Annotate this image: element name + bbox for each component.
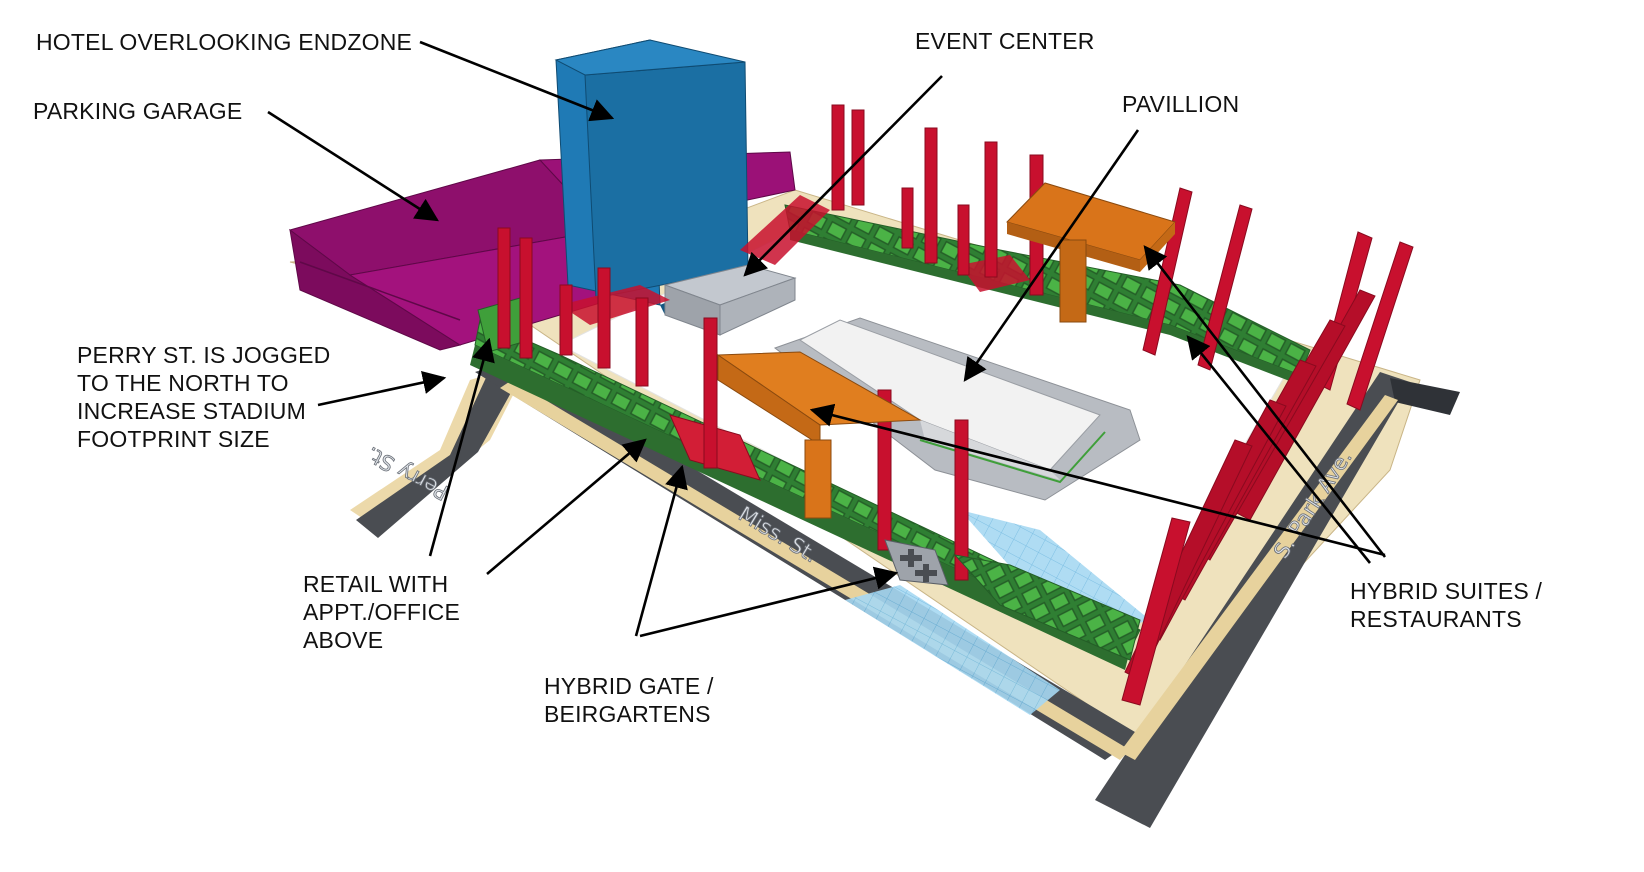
pavillion-north: [1006, 182, 1176, 323]
column: [984, 141, 998, 278]
column-slanted: [1121, 517, 1191, 706]
retail-arrow-right: [486, 438, 647, 575]
column: [924, 127, 938, 264]
hotel-top: [554, 39, 746, 76]
perry-note-line-4: FOOTPRINT SIZE: [77, 426, 270, 452]
retail-label-line-3: ABOVE: [303, 627, 384, 653]
park-sidewalk-edge: [1120, 395, 1398, 760]
garage-deck-line: [299, 261, 461, 321]
column: [851, 109, 865, 206]
east-connector-road: [1390, 378, 1460, 415]
gate-arrow-right: [639, 566, 899, 638]
column: [635, 297, 649, 387]
east-retail-roof: [953, 554, 1141, 661]
event-center-label: EVENT CENTER: [915, 28, 1095, 54]
north-retail-face: [790, 230, 1300, 385]
suites-arrow-upper: [1143, 245, 1387, 558]
parking-arrow: [267, 110, 439, 222]
event-center-side: [719, 277, 796, 336]
suites-label-line-2: RESTAURANTS: [1350, 606, 1522, 632]
column: [519, 237, 533, 359]
hotel-front-2: [584, 61, 749, 299]
pavillion-arrow-south: [809, 403, 1386, 557]
column: [703, 317, 718, 469]
retail-label-line-1: RETAIL WITH: [303, 571, 449, 597]
leader-arrows: [267, 40, 1387, 638]
beirgarten-cross: [915, 564, 937, 582]
perry-note-line-3: INCREASE STADIUM: [77, 398, 306, 424]
east-retail-row: [953, 554, 1141, 661]
gate-label-line-2: BEIRGARTENS: [544, 701, 711, 727]
retail-label-line-2: APPT./OFFICE: [303, 599, 461, 625]
parking-garage-label: PARKING GARAGE: [33, 98, 243, 124]
retail-arrow-left: [428, 337, 495, 557]
plaza-grid-lower: [845, 585, 1060, 715]
column-slanted: [1142, 187, 1193, 356]
perry-note: PERRY ST. IS JOGGED TO THE NORTH TO INCR…: [77, 341, 330, 454]
column: [957, 204, 970, 276]
column-slanted: [1346, 241, 1414, 411]
column: [559, 284, 573, 356]
gate-label: HYBRID GATE / BEIRGARTENS: [544, 672, 714, 729]
retail-label: RETAIL WITH APPT./OFFICE ABOVE: [303, 570, 460, 655]
hotel-label: HOTEL OVERLOOKING ENDZONE: [36, 29, 413, 55]
pavillion-north-pier: [1059, 239, 1087, 323]
pavillion-south: [716, 351, 922, 519]
suites-label-line-1: HYBRID SUITES /: [1350, 578, 1543, 604]
garage-front: [289, 228, 462, 351]
gate-arrow-left: [634, 464, 688, 637]
suites-arrow-lower: [1186, 335, 1372, 564]
beirgarten-cross: [900, 549, 922, 567]
suite-panel-west: [560, 285, 670, 325]
pavillion-label: PAVILLION: [1122, 91, 1240, 117]
column: [954, 419, 969, 581]
beirgarten-plaza: [884, 539, 949, 586]
hotel-arrow: [419, 40, 615, 122]
column: [597, 267, 611, 369]
gate-label-line-1: HYBRID GATE /: [544, 673, 714, 699]
column: [831, 104, 845, 211]
field-surface: [799, 319, 1101, 471]
column-slanted: [1197, 204, 1253, 371]
column: [497, 227, 511, 349]
pavillion-south-pier: [804, 439, 832, 519]
south-retail-face: [470, 345, 1130, 670]
perry-arrow: [317, 370, 447, 407]
perry-street-road: [356, 352, 528, 538]
pavillion-arrow-north: [963, 129, 1140, 382]
event-center-arrow: [743, 75, 943, 277]
perry-note-line-2: TO THE NORTH TO: [77, 370, 289, 396]
suites-label: HYBRID SUITES / RESTAURANTS: [1350, 577, 1542, 634]
column: [901, 187, 914, 249]
perry-note-line-1: PERRY ST. IS JOGGED: [77, 342, 331, 368]
